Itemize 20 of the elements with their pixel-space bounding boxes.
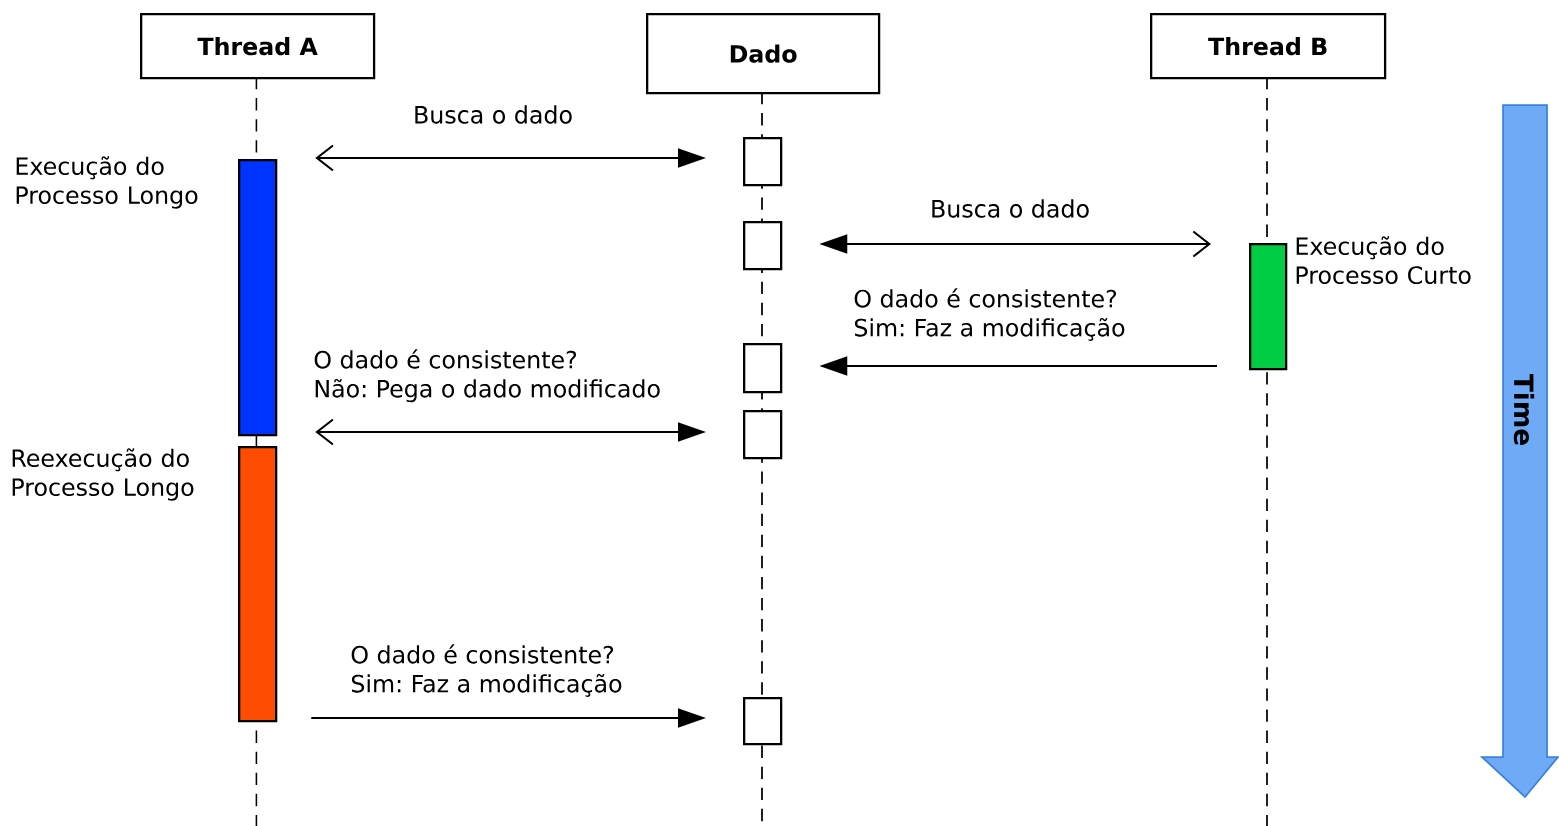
- data-box: [743, 137, 783, 187]
- edge-label: O dado é consistente? Não: Pega o dado modificado: [314, 349, 660, 403]
- participant-box: Thread B: [1150, 13, 1387, 80]
- edge-label: Busca o dado: [932, 199, 1089, 218]
- axis-label: Time: [1513, 373, 1535, 445]
- edge-label: Busca o dado: [415, 105, 572, 124]
- node-caption: Reexecução do Processo Longo: [12, 448, 194, 501]
- participant-box: Thread A: [140, 13, 376, 80]
- data-box: [743, 697, 783, 746]
- node-caption: Execução do Processo Curto: [1296, 236, 1471, 285]
- node-caption: Execução do Processo Longo: [16, 156, 198, 209]
- data-box: [743, 410, 783, 460]
- data-box: [743, 221, 783, 271]
- activation-bar: [238, 446, 278, 723]
- edge-label: O dado é consistente? Sim: Faz a modificação: [351, 644, 622, 697]
- edge-label: O dado é consistente? Sim: Faz a modificação: [854, 288, 1125, 341]
- activation-bar: [238, 159, 278, 437]
- activation-bar: [1249, 243, 1288, 371]
- data-box: [743, 343, 783, 394]
- participant-box: Dado: [646, 13, 881, 95]
